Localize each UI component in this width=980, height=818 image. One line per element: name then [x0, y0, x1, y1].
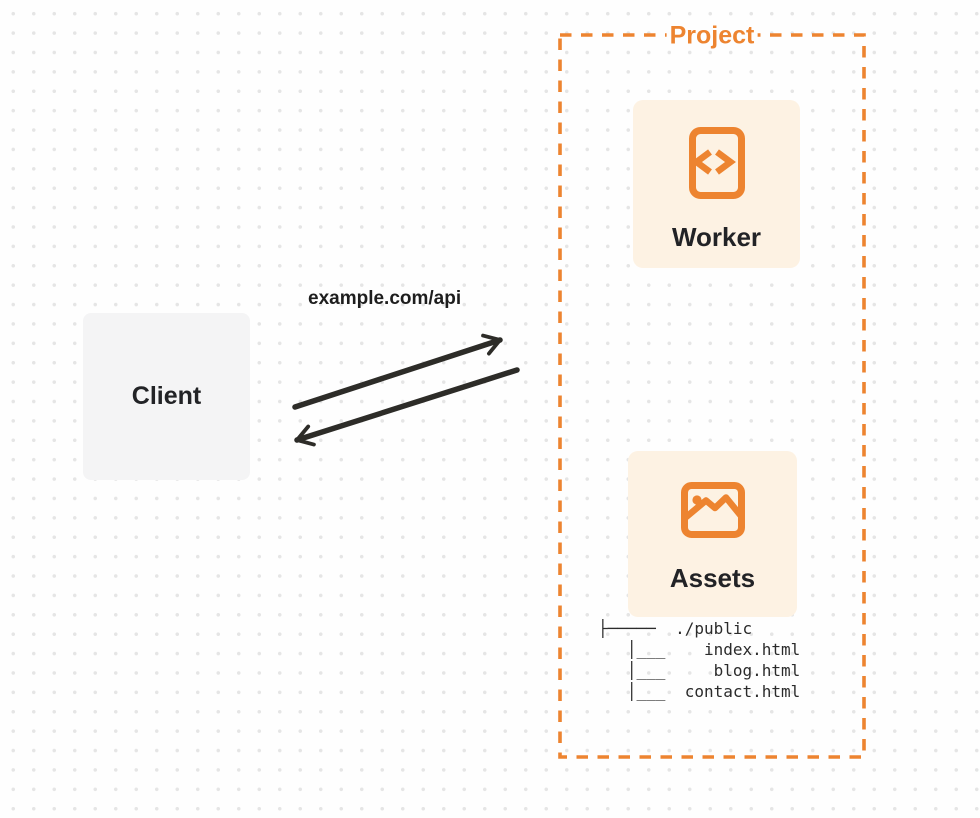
request-arrow: [292, 333, 503, 410]
client-label: Client: [131, 382, 202, 410]
assets-label: Assets: [669, 563, 756, 593]
request-url-label: example.com/api: [308, 288, 462, 309]
assets-file-tree: ├───── ./public │___ index.html │___ blo…: [598, 619, 801, 701]
project-label: Project: [666, 21, 758, 51]
worker-node: Worker: [633, 100, 800, 268]
code-file-icon: [688, 127, 745, 199]
response-arrow: [294, 367, 520, 447]
client-node: Client: [83, 313, 250, 480]
worker-label: Worker: [671, 222, 762, 252]
assets-node: Assets: [628, 451, 797, 617]
image-icon: [680, 482, 745, 538]
